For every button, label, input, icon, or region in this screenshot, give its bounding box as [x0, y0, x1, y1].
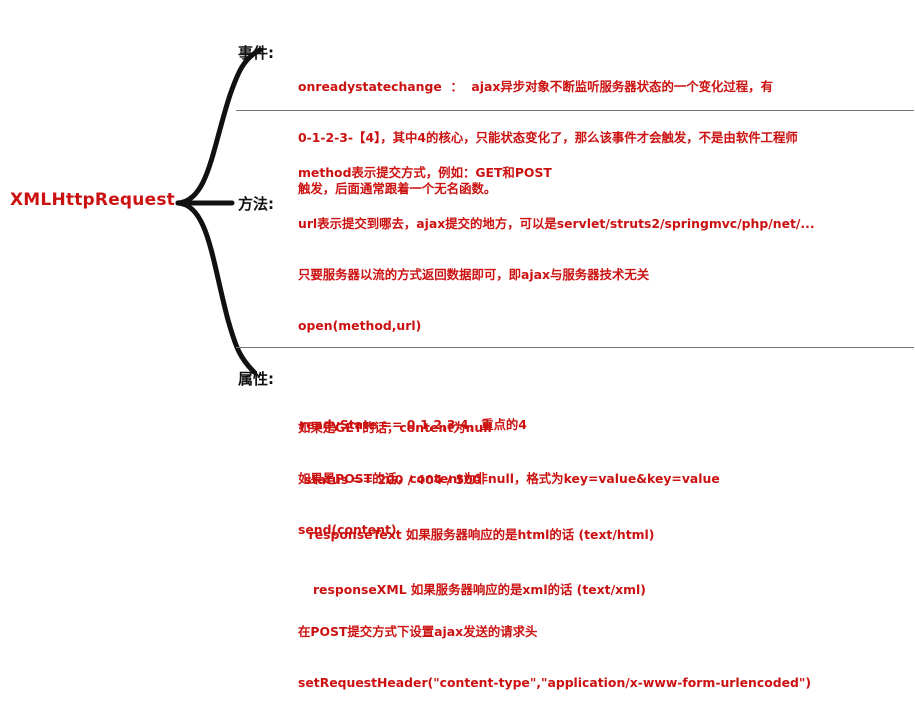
- brace-lower-curve: [175, 200, 257, 375]
- methods-line: 在POST提交方式下设置ajax发送的请求头: [298, 624, 538, 639]
- events-line: 触发，后面通常跟着一个无名函数。: [298, 181, 497, 196]
- properties-line: readyState == 0,1,2,3,4，重点的4: [300, 417, 527, 432]
- methods-section-label: 方法:: [238, 195, 274, 213]
- properties-line: status == 200 / 404 / 500: [300, 472, 482, 487]
- brace-connector: [175, 47, 263, 375]
- properties-section-label: 属性:: [238, 370, 274, 388]
- divider-methods-properties: [236, 347, 914, 348]
- methods-line: url表示提交到哪去，ajax提交的地方，可以是servlet/struts2/…: [298, 216, 815, 231]
- events-line: onreadystatechange ： ajax异步对象不断监听服务器状态的一…: [298, 79, 773, 94]
- brace-upper-curve: [175, 47, 263, 206]
- events-section-content: onreadystatechange ： ajax异步对象不断监听服务器状态的一…: [298, 44, 798, 214]
- methods-line: 如果是POST的话，content为非null，格式为key=value&key…: [298, 471, 720, 486]
- events-section-label: 事件:: [238, 44, 274, 62]
- methods-line: open(method,url): [298, 318, 422, 333]
- properties-line: responseText 如果服务器响应的是html的话 (text/html): [300, 527, 655, 542]
- methods-line: 只要服务器以流的方式返回数据即可，即ajax与服务器技术无关: [298, 267, 650, 282]
- divider-events-methods: [236, 110, 914, 111]
- methods-line: method表示提交方式，例如：GET和POST: [298, 165, 552, 180]
- methods-line: 如果是GET的话，content为null: [298, 420, 492, 435]
- root-node-label: XMLHttpRequest: [10, 190, 175, 210]
- properties-line: responseXML 如果服务器响应的是xml的话 (text/xml): [300, 582, 646, 597]
- events-line: 0-1-2-3-【4】，其中4的核心，只能状态变化了，那么该事件才会触发，不是由…: [298, 130, 798, 145]
- methods-line: setRequestHeader("content-type","applica…: [298, 675, 811, 690]
- properties-section-content: readyState == 0,1,2,3,4，重点的4 status == 2…: [300, 380, 654, 617]
